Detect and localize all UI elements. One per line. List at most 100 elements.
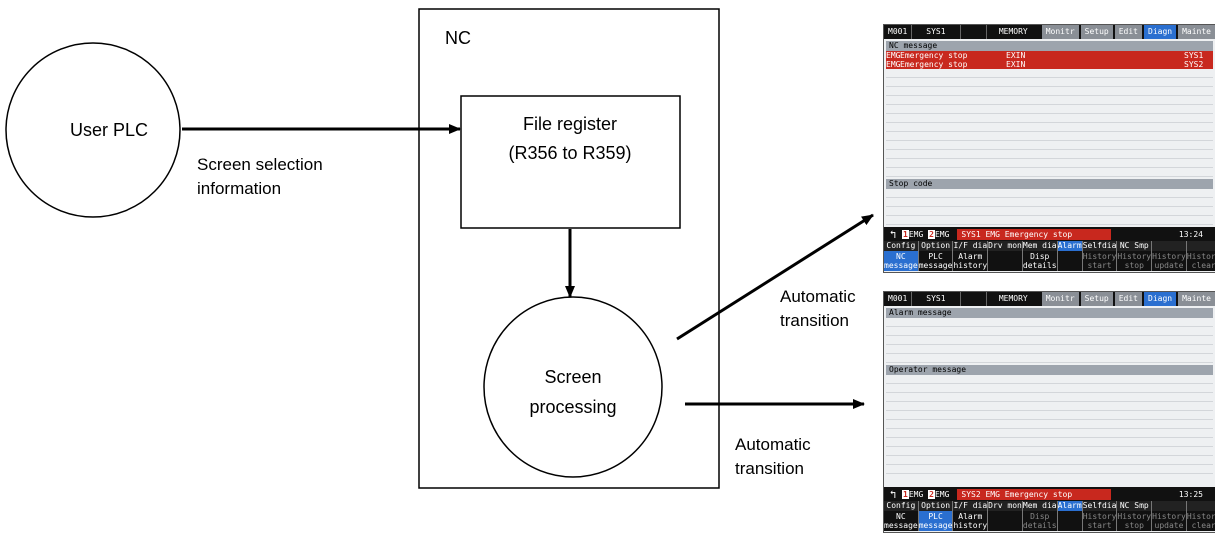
auto-transition-2-line2: transition xyxy=(735,459,804,478)
screen-processing-node xyxy=(483,296,663,478)
alarm-status: SYS1 EMG Emergency stop xyxy=(957,228,1112,240)
screen2-top-bar: M001 SYS1 MEMORY Monitr Setup Edit Diagn… xyxy=(884,292,1215,306)
softkey-top-label: I/F dia xyxy=(953,501,988,511)
alarm-message-title: Alarm message xyxy=(886,308,1213,318)
softkey-bottom-label: History update xyxy=(1152,512,1186,530)
back-arrow-icon[interactable]: ↰ xyxy=(889,487,897,501)
screen1-top-bar: M001 SYS1 MEMORY Monitr Setup Edit Diagn… xyxy=(884,25,1215,39)
system-label: SYS1 xyxy=(912,292,961,306)
softkey-bottom-label: Alarm history xyxy=(953,252,988,270)
softkey-top-label: Drv mon xyxy=(988,241,1022,251)
message-list-area xyxy=(886,69,1213,177)
softkey-bottom-label: NC message xyxy=(884,251,918,271)
tab-setup[interactable]: Setup xyxy=(1080,25,1113,39)
softkey-bottom-label: History stop xyxy=(1117,512,1152,530)
tab-monitor[interactable]: Monitr xyxy=(1041,25,1079,39)
softkey-top-label: Config xyxy=(884,241,918,251)
softkey-bottom-label xyxy=(1058,251,1082,271)
alarm-status: SYS2 EMG Emergency stop xyxy=(957,488,1112,500)
softkey-top-label: Alarm xyxy=(1057,501,1082,511)
tab-edit[interactable]: Edit xyxy=(1114,25,1142,39)
softkey-bottom-label: History start xyxy=(1082,512,1117,530)
stop-code-title: Stop code xyxy=(886,179,1213,189)
softkey-top-label: I/F dia xyxy=(953,241,988,251)
softkey[interactable]: History clear xyxy=(1186,241,1215,271)
softkey-bottom-label xyxy=(988,251,1022,271)
softkey-bottom-label: Disp details xyxy=(1022,512,1057,530)
clock: 13:25 xyxy=(1178,489,1203,499)
softkey-top-label: NC Smp xyxy=(1117,501,1152,511)
softkey-top-label: Selfdia xyxy=(1082,241,1117,251)
file-register-box xyxy=(460,95,681,229)
system-label: SYS1 xyxy=(912,25,961,39)
user-plc-node xyxy=(5,42,181,218)
tab-monitor[interactable]: Monitr xyxy=(1041,292,1079,306)
tab-diagn[interactable]: Diagn xyxy=(1144,25,1177,39)
softkey-bottom-label: NC message xyxy=(884,512,918,530)
softkey-bottom-label: Alarm history xyxy=(953,512,988,530)
softkey[interactable]: History clear xyxy=(1186,501,1215,531)
clock: 13:24 xyxy=(1178,229,1203,239)
softkey-top-label: Selfdia xyxy=(1082,501,1117,511)
screen-processing-line1: Screen xyxy=(544,367,601,387)
softkey-top-label: Option xyxy=(918,241,953,251)
softkey-top-label: Config xyxy=(884,501,918,511)
mode-label: M001 xyxy=(884,292,913,306)
softkey-bottom-label: PLC message xyxy=(918,511,953,531)
softkey-bottom-label xyxy=(988,511,1022,531)
tab-setup[interactable]: Setup xyxy=(1080,292,1113,306)
softkey-top-label xyxy=(1186,501,1215,511)
softkey[interactable]: Drv mon xyxy=(988,501,1023,531)
alarm-message-area xyxy=(886,318,1213,363)
nc-label: NC xyxy=(445,28,471,48)
back-arrow-icon[interactable]: ↰ xyxy=(889,227,897,241)
memory-label: MEMORY xyxy=(998,294,1028,303)
message-row: EMG Emergency stop EXIN SYS1 xyxy=(886,51,1213,60)
tab-edit[interactable]: Edit xyxy=(1114,292,1142,306)
softkey-bottom-label: History update xyxy=(1152,252,1186,270)
auto-transition-1-line2: transition xyxy=(780,311,849,330)
screen-selection-line2: information xyxy=(197,179,281,198)
softkey-top-label: Mem dia xyxy=(1022,501,1057,511)
softkey-bottom-label: PLC message xyxy=(918,252,953,270)
tab-mainte[interactable]: Mainte xyxy=(1178,25,1215,39)
softkey-bottom-label: History start xyxy=(1082,252,1117,270)
softkey[interactable]: Alarm xyxy=(1057,501,1083,531)
softkey[interactable]: Drv mon xyxy=(988,241,1023,271)
softkey-top-label: Drv mon xyxy=(988,501,1022,511)
softkey-bottom-label: History clear xyxy=(1186,252,1215,270)
softkey-top-label: Mem dia xyxy=(1022,241,1057,251)
softkey-bottom-label: History clear xyxy=(1186,512,1215,530)
softkey[interactable]: Alarm xyxy=(1057,241,1083,271)
softkey-top-label: NC Smp xyxy=(1117,241,1152,251)
softkey-top-label xyxy=(1152,501,1186,511)
softkey-top-label xyxy=(1152,241,1186,251)
operator-message-title: Operator message xyxy=(886,365,1213,375)
message-row: EMG Emergency stop EXIN SYS2 xyxy=(886,60,1213,69)
file-register-range: (R356 to R359) xyxy=(508,143,631,163)
cnc-screen-nc-message: M001 SYS1 MEMORY Monitr Setup Edit Diagn… xyxy=(883,24,1215,273)
tab-mainte[interactable]: Mainte xyxy=(1178,292,1215,306)
cnc-screen-plc-message: M001 SYS1 MEMORY Monitr Setup Edit Diagn… xyxy=(883,291,1215,533)
softkey-top-label: Alarm xyxy=(1057,241,1082,251)
mode-label: M001 xyxy=(884,25,913,39)
operator-message-area xyxy=(886,375,1213,475)
softkey-bottom-label: Disp details xyxy=(1022,252,1057,270)
softkey[interactable]: History update xyxy=(1152,501,1187,531)
softkey[interactable]: History update xyxy=(1152,241,1187,271)
tab-diagn[interactable]: Diagn xyxy=(1144,292,1177,306)
